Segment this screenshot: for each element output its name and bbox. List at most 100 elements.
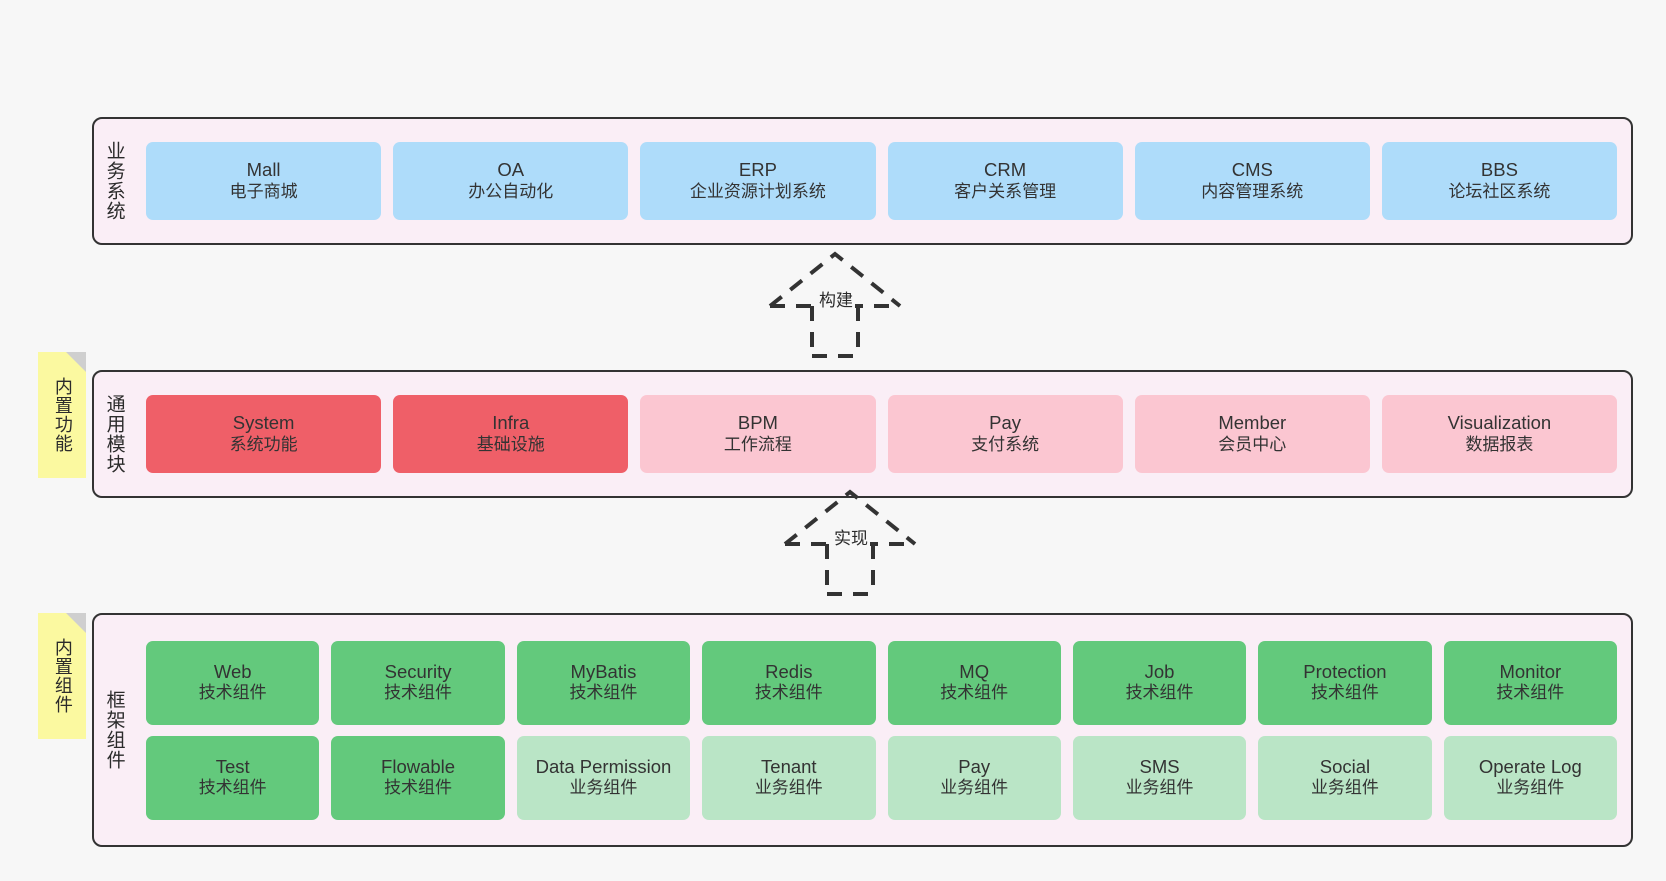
card-subtitle: 技术组件 [1125,683,1194,703]
card-title: SMS [1139,755,1180,777]
card-subtitle: 技术组件 [940,683,1009,703]
card-title: Web [213,660,252,682]
card-subtitle: 业务组件 [754,778,823,798]
card-subtitle: 业务组件 [569,778,638,798]
layer-title-business: 业务系统 [103,141,125,221]
connector-implement: 实现 [775,488,925,598]
card-subtitle: 电子商城 [229,181,298,201]
connector-label-build: 构建 [817,286,855,311]
card-title: Test [215,755,250,777]
card-title: Job [1144,660,1175,682]
card-title: Visualization [1447,412,1552,434]
card-title: BBS [1480,159,1518,181]
card-title: Operate Log [1478,755,1582,777]
card-subtitle: 业务组件 [940,778,1009,798]
card-subtitle: 论坛社区系统 [1448,181,1551,201]
card-title: Mall [246,159,281,181]
card-title: MQ [959,660,990,682]
card-title: Pay [958,755,991,777]
arrowhead-open-triangle [768,251,902,308]
card-title: ERP [738,159,777,181]
card-subtitle: 支付系统 [971,434,1040,454]
card-subtitle: 系统功能 [229,434,298,454]
card-title: Security [384,660,452,682]
card-subtitle: 业务组件 [1310,778,1379,798]
card-title: Infra [492,412,530,434]
card-subtitle: 基础设施 [476,434,545,454]
card-title: Member [1218,412,1287,434]
layer-title-modules: 通用模块 [103,394,125,474]
card-title: Pay [989,412,1022,434]
note-built-in-functions: 内置功能 [38,352,86,478]
card-title: Redis [765,660,813,682]
card-title: System [232,412,295,434]
card-subtitle: 企业资源计划系统 [689,181,826,201]
card-title: OA [497,159,525,181]
card-title: Tenant [761,755,817,777]
card-subtitle: 内容管理系统 [1201,181,1304,201]
card-title: Flowable [381,755,456,777]
arrowhead-open-triangle [783,489,917,546]
card-subtitle: 技术组件 [1496,683,1565,703]
note-label-built-in-components: 内置组件 [52,638,73,714]
layer-title-framework: 框架组件 [103,690,125,770]
card-title: CRM [984,159,1027,181]
card-subtitle: 办公自动化 [468,181,554,201]
card-subtitle: 技术组件 [384,778,453,798]
card-subtitle: 工作流程 [723,434,792,454]
card-subtitle: 技术组件 [198,683,267,703]
card-title: MyBatis [570,660,637,682]
card-subtitle: 技术组件 [754,683,823,703]
card-subtitle: 技术组件 [1310,683,1379,703]
card-subtitle: 技术组件 [569,683,638,703]
card-title: Monitor [1499,660,1562,682]
card-subtitle: 技术组件 [198,778,267,798]
card-subtitle: 业务组件 [1125,778,1194,798]
connector-label-implement: 实现 [832,524,870,549]
card-subtitle: 业务组件 [1496,778,1565,798]
connector-build: 构建 [760,250,910,360]
card-subtitle: 数据报表 [1465,434,1534,454]
card-subtitle: 技术组件 [384,683,453,703]
note-fold-corner-icon [66,352,86,372]
card-title: CMS [1231,159,1273,181]
note-built-in-components: 内置组件 [38,613,86,739]
